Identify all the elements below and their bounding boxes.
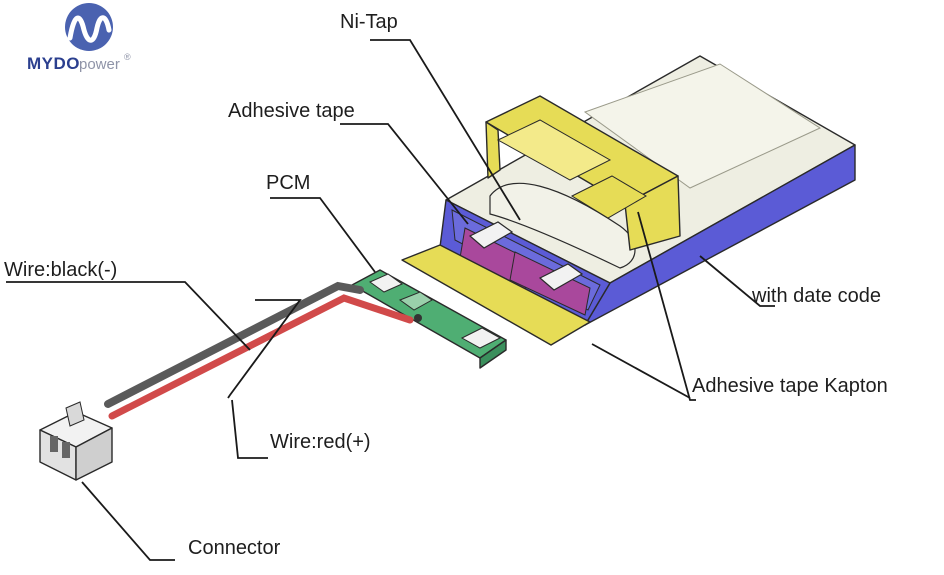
logo-suffix: power — [79, 56, 120, 73]
pcm-component-1 — [368, 273, 404, 293]
pcm-board — [351, 269, 507, 369]
ni-tap-tab — [485, 95, 681, 251]
leader-kapton-1 — [591, 343, 691, 399]
connector-plug — [39, 401, 113, 481]
ni-tap-left-leg — [485, 121, 501, 179]
leader-ni-tap — [370, 39, 521, 221]
pcm-component-3 — [460, 327, 502, 349]
pcm-board-edge — [479, 339, 507, 369]
wire-black — [104, 281, 364, 408]
leader-date-code — [699, 255, 775, 307]
label-adhesive-tape: Adhesive tape — [228, 100, 355, 122]
leader-wire-red — [227, 299, 302, 399]
label-connector: Connector — [188, 537, 281, 559]
leader-wire-black — [6, 281, 251, 351]
connector-side — [75, 427, 113, 481]
leader-pcm — [270, 197, 376, 273]
terminal-cap-right — [538, 263, 584, 291]
battery-cell — [439, 55, 856, 326]
label-pcm: PCM — [266, 172, 310, 194]
ni-tap-inner — [496, 119, 612, 181]
wire-harness — [104, 281, 414, 420]
ni-tap-foot — [570, 175, 647, 219]
label-ni-tap: Ni-Tap — [340, 11, 398, 33]
logo-trademark: ® — [124, 52, 131, 62]
wire-red — [108, 294, 414, 420]
label-wire-black: Wire:black(-) — [4, 259, 117, 281]
logo-emblem — [65, 3, 113, 51]
pcm-component-2 — [398, 291, 433, 311]
leader-lines — [6, 39, 775, 561]
pcm-solder-point — [414, 314, 422, 322]
logo-brand: MYDO — [27, 54, 80, 73]
label-wire-red: Wire:red(+) — [270, 431, 371, 453]
leader-adhesive-tape — [340, 123, 469, 225]
label-adhesive-tape-kapton: Adhesive tape Kapton — [692, 375, 888, 397]
leader-kapton-2 — [637, 211, 696, 401]
terminal-cap-left — [468, 221, 514, 249]
kapton-tape-strip — [401, 244, 591, 346]
connector-pin-1 — [50, 436, 58, 452]
leader-connector — [81, 481, 175, 561]
logo-wave-icon — [67, 15, 112, 43]
label-with-date-code: with date code — [751, 285, 881, 307]
leader-wire-red-tail — [231, 399, 268, 459]
ni-tap-front — [624, 175, 681, 251]
connector-pin-2 — [62, 442, 70, 458]
brand-logo: MYDO power ® — [27, 3, 131, 73]
connector-latch — [65, 401, 85, 427]
insulation-roll — [489, 182, 636, 269]
